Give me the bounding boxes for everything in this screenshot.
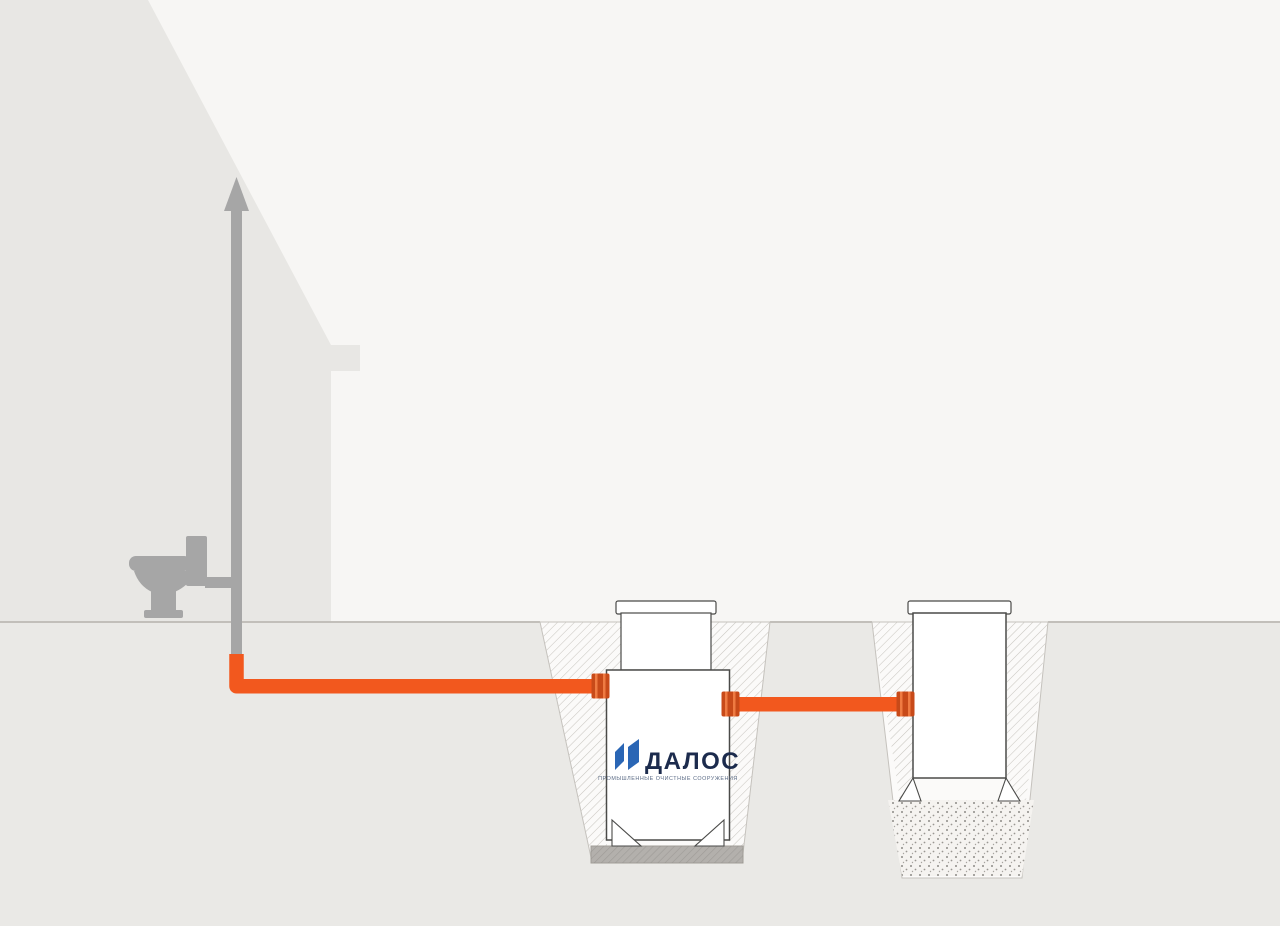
pipe-coupling-inlet: [591, 673, 610, 699]
coupling-ridge: [595, 673, 598, 699]
toilet-cistern: [186, 536, 207, 586]
storage-well: [898, 600, 1021, 802]
logo-mark-left: [615, 743, 624, 770]
coupling-ridge: [725, 691, 728, 717]
toilet-seat: [129, 556, 191, 571]
sewer-pipe-inlet: [229, 654, 594, 694]
brand-logo: ДАЛОС ПРОМЫШЛЕННЫЕ ОЧИСТНЫЕ СООРУЖЕНИЯ: [598, 739, 740, 782]
gravel-bed-stipple: [888, 800, 1034, 876]
vent-arrow-icon: [224, 177, 249, 211]
storage-well-leg-right: [997, 776, 1021, 802]
coupling-ridge: [908, 691, 911, 717]
backfill-hatch-right: [711, 622, 770, 846]
house-silhouette: [0, 0, 360, 622]
pipe-coupling-tank-outlet: [721, 691, 740, 717]
brand-logo-icon: [615, 739, 639, 770]
logo-mark-right: [628, 739, 639, 770]
brand-tagline: ПРОМЫШЛЕННЫЕ ОЧИСТНЫЕ СООРУЖЕНИЯ: [598, 776, 738, 782]
coupling-ridge: [603, 673, 606, 699]
toilet-base: [144, 610, 183, 618]
brand-name: ДАЛОС: [645, 748, 740, 775]
backfill-hatch-right2: [1007, 622, 1048, 800]
storage-well-body: [912, 612, 1007, 779]
pipe-couplings: [591, 673, 915, 717]
septic-tank-neck: [620, 612, 712, 671]
septic-tank-foot-left: [611, 818, 643, 847]
coupling-ridge: [733, 691, 736, 717]
pipe-coupling-well-inlet: [896, 691, 915, 717]
vent-pipe: [224, 177, 249, 664]
storage-well-leg-left: [898, 776, 922, 802]
toilet-outlet-connector: [205, 577, 234, 588]
vent-pipe-riser: [231, 204, 242, 664]
toilet-pedestal: [151, 589, 176, 613]
coupling-body: [896, 691, 915, 717]
coupling-body: [721, 691, 740, 717]
concrete-base-slab-hatch: [591, 846, 743, 863]
septic-tank: ДАЛОС ПРОМЫШЛЕННЫЕ ОЧИСТНЫЕ СООРУЖЕНИЯ: [598, 600, 740, 847]
toilet-silhouette: [129, 536, 234, 618]
coupling-ridge: [900, 691, 903, 717]
septic-tank-lid: [615, 600, 717, 615]
toilet-bowl: [134, 571, 191, 595]
storage-well-lid: [907, 600, 1012, 615]
septic-tank-body: [605, 669, 731, 841]
coupling-body: [591, 673, 610, 699]
sewer-pipe-outlet: [733, 697, 903, 712]
septic-tank-foot-right: [693, 818, 725, 847]
